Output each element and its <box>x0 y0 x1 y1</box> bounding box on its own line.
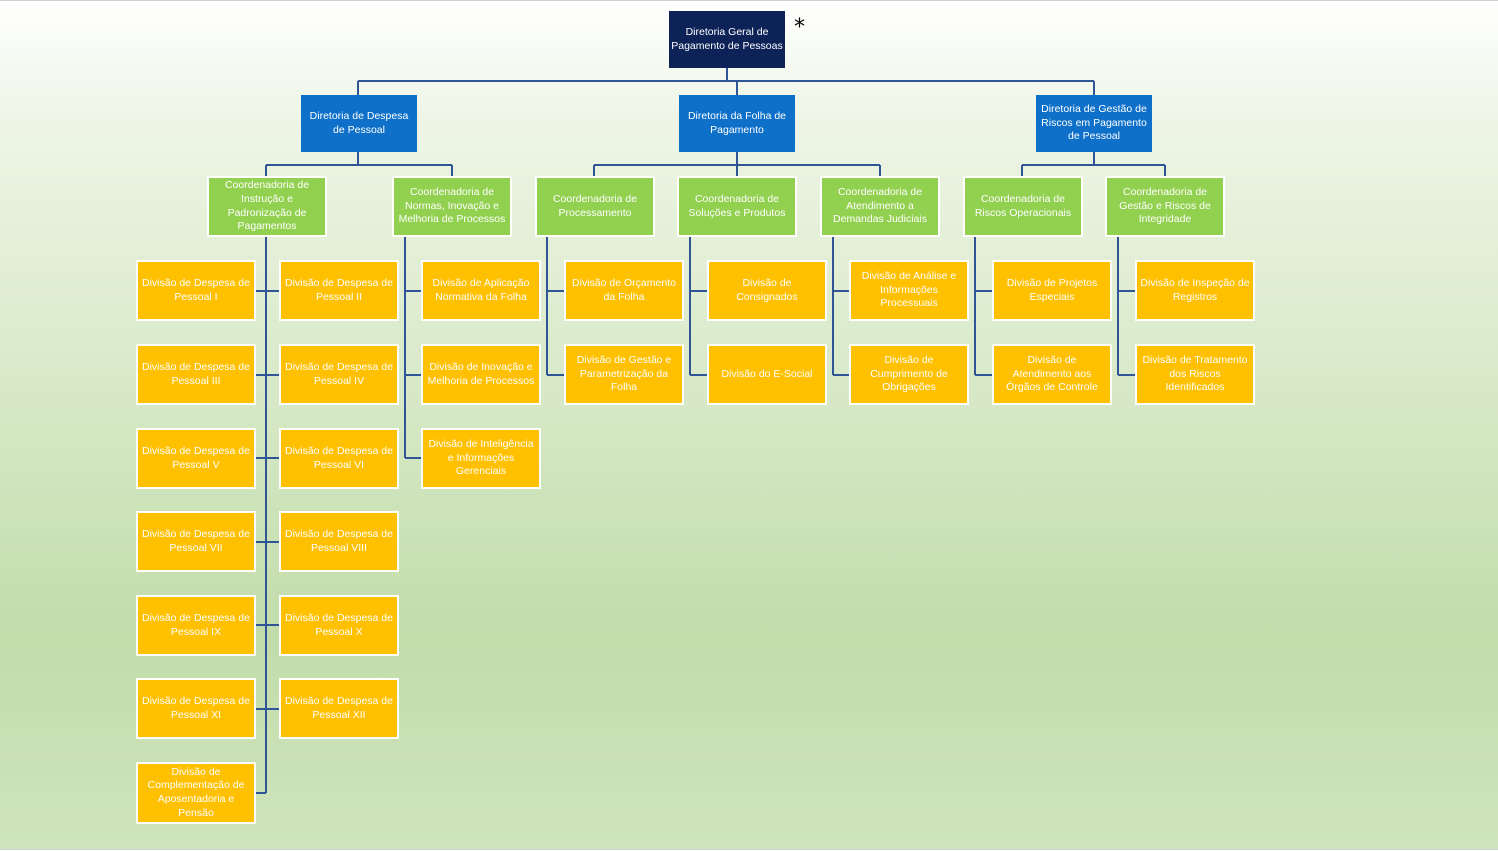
node-divisao-inovacao-melhoria: Divisão de Inovação e Melhoria de Proces… <box>421 344 541 405</box>
node-divisao-consignados: Divisão de Consignados <box>707 260 827 321</box>
node-divisao-gestao-parametrizacao: Divisão de Gestão e Parametrização da Fo… <box>564 344 684 405</box>
node-diretoria-geral: Diretoria Geral de Pagamento de Pessoas <box>669 11 785 68</box>
node-divisao-aplicacao-normativa: Divisão de Aplicação Normativa da Folha <box>421 260 541 321</box>
node-divisao-despesa-pessoal-iv: Divisão de Despesa de Pessoal IV <box>279 344 399 405</box>
node-divisao-e-social: Divisão do E-Social <box>707 344 827 405</box>
asterisk-note-mark: * <box>794 15 805 40</box>
node-divisao-orcamento-folha: Divisão de Orçamento da Folha <box>564 260 684 321</box>
node-coord-normas-inovacao: Coordenadoria de Normas, Inovação e Melh… <box>392 176 512 237</box>
node-coord-gestao-riscos-integridade: Coordenadoria de Gestão e Riscos de Inte… <box>1105 176 1225 237</box>
node-diretoria-folha-pagamento: Diretoria da Folha de Pagamento <box>679 95 795 152</box>
node-divisao-despesa-pessoal-v: Divisão de Despesa de Pessoal V <box>136 428 256 489</box>
node-divisao-despesa-pessoal-i: Divisão de Despesa de Pessoal I <box>136 260 256 321</box>
node-coord-instrucao-padronizacao: Coordenadoria de Instrução e Padronizaçã… <box>207 176 327 237</box>
node-diretoria-despesa-pessoal: Diretoria de Despesa de Pessoal <box>301 95 417 152</box>
node-divisao-inspecao-registros: Divisão de Inspeção de Registros <box>1135 260 1255 321</box>
node-coord-processamento: Coordenadoria de Processamento <box>535 176 655 237</box>
node-divisao-despesa-pessoal-x: Divisão de Despesa de Pessoal X <box>279 595 399 656</box>
node-divisao-despesa-pessoal-xi: Divisão de Despesa de Pessoal XI <box>136 678 256 739</box>
node-divisao-despesa-pessoal-ix: Divisão de Despesa de Pessoal IX <box>136 595 256 656</box>
node-divisao-tratamento-riscos: Divisão de Tratamento dos Riscos Identif… <box>1135 344 1255 405</box>
node-diretoria-gestao-riscos: Diretoria de Gestão de Riscos em Pagamen… <box>1036 95 1152 152</box>
node-coord-solucoes-produtos: Coordenadoria de Soluções e Produtos <box>677 176 797 237</box>
node-divisao-despesa-pessoal-viii: Divisão de Despesa de Pessoal VIII <box>279 511 399 572</box>
node-divisao-despesa-pessoal-vi: Divisão de Despesa de Pessoal VI <box>279 428 399 489</box>
node-coord-riscos-operacionais: Coordenadoria de Riscos Operacionais <box>963 176 1083 237</box>
node-divisao-analise-informacoes-processuais: Divisão de Análise e Informações Process… <box>849 260 969 321</box>
node-divisao-despesa-pessoal-ii: Divisão de Despesa de Pessoal II <box>279 260 399 321</box>
node-coord-demandas-judiciais: Coordenadoria de Atendimento a Demandas … <box>820 176 940 237</box>
node-divisao-inteligencia-informacoes: Divisão de Inteligência e Informações Ge… <box>421 428 541 489</box>
node-divisao-despesa-pessoal-vii: Divisão de Despesa de Pessoal VII <box>136 511 256 572</box>
node-divisao-atendimento-orgaos-controle: Divisão de Atendimento aos Órgãos de Con… <box>992 344 1112 405</box>
node-divisao-complementacao-aposentadoria: Divisão de Complementação de Aposentador… <box>136 762 256 824</box>
node-divisao-cumprimento-obrigacoes: Divisão de Cumprimento de Obrigações <box>849 344 969 405</box>
node-divisao-despesa-pessoal-xii: Divisão de Despesa de Pessoal XII <box>279 678 399 739</box>
node-divisao-despesa-pessoal-iii: Divisão de Despesa de Pessoal III <box>136 344 256 405</box>
node-divisao-projetos-especiais: Divisão de Projetos Especiais <box>992 260 1112 321</box>
